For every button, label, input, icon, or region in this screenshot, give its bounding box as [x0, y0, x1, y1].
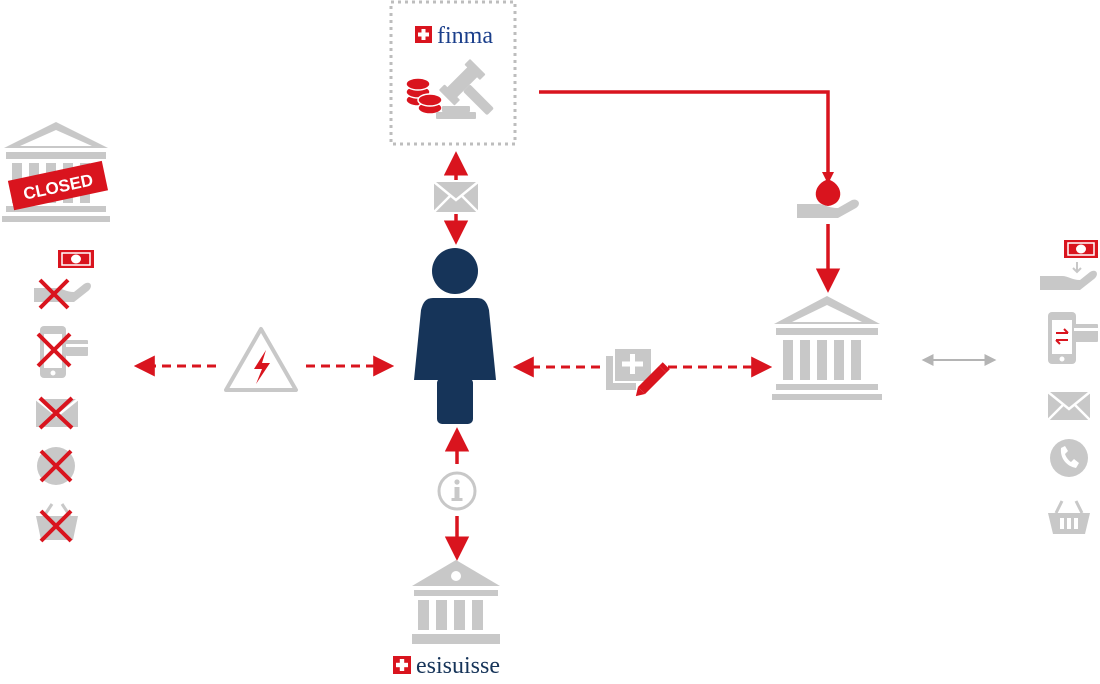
mail-icon	[1047, 391, 1091, 421]
swiss-cross-icon	[415, 26, 432, 43]
available-services	[1040, 240, 1098, 534]
phone-icon	[1050, 439, 1088, 477]
finma-to-bank-line	[539, 90, 830, 172]
depositor-icon	[414, 248, 496, 424]
cross-mark	[38, 278, 70, 310]
swiss-cross-icon	[393, 656, 411, 674]
finma-brand: finma	[437, 23, 493, 49]
esisuisse-bank-icon	[412, 560, 500, 644]
mobile-payment-icon	[40, 326, 88, 378]
cross-mark	[38, 396, 74, 430]
gavel-icon	[436, 59, 494, 119]
cross-mark	[39, 449, 73, 483]
unavailable-services	[34, 250, 94, 543]
coins-icon	[405, 77, 443, 115]
shopping-basket-icon	[1048, 500, 1090, 534]
bank-icon	[772, 296, 882, 400]
add-document-icon	[606, 347, 670, 397]
cash-payout-icon	[1040, 240, 1098, 290]
warning-icon	[224, 327, 298, 392]
closed-stamp: CLOSED	[7, 160, 109, 211]
mobile-payment-icon	[1048, 312, 1098, 364]
info-icon	[437, 471, 477, 511]
cash-payout-icon	[34, 250, 94, 302]
closed-bank: CLOSED	[2, 122, 110, 222]
esisuisse-brand: esisuisse	[416, 653, 500, 679]
shopping-basket-icon	[36, 503, 78, 540]
finma-box: finma	[389, 0, 517, 146]
cross-mark	[36, 332, 72, 368]
mail-icon	[433, 181, 479, 213]
money-bag-hand-icon	[797, 172, 859, 218]
cross-mark	[39, 509, 73, 543]
